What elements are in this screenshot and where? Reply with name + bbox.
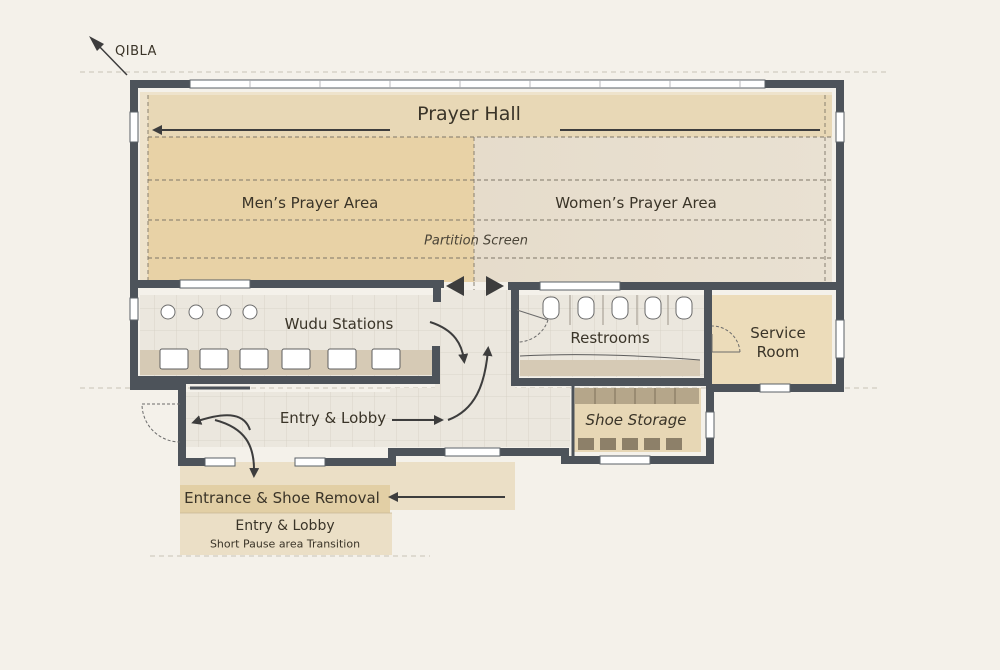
- prayer-hall-floor: [140, 92, 832, 305]
- wudu-basins: [160, 304, 258, 320]
- shoe-storage: [573, 388, 701, 452]
- toilets: [542, 296, 693, 320]
- pause-area-label: Short Pause area Transition: [209, 537, 361, 551]
- lobby-floor: [185, 290, 570, 447]
- wudu-sinks: [159, 348, 401, 370]
- mens-prayer-area-label: Men’s Prayer Area: [241, 194, 379, 212]
- qibla-arrow-icon: [89, 36, 128, 76]
- thin-walls: [190, 386, 575, 456]
- qibla-label: QIBLA: [115, 44, 157, 59]
- circulation-arrows: [152, 125, 820, 502]
- wudu-room: [140, 295, 435, 377]
- entrance-shoe-removal-label: Entrance & Shoe Removal: [184, 489, 380, 507]
- service-room-label-line1: Service: [750, 324, 806, 342]
- double-arrow: [446, 276, 504, 296]
- restrooms-label: Restrooms: [570, 329, 650, 347]
- windows: [129, 79, 845, 467]
- entrance-zone: [180, 462, 515, 555]
- prayer-hall-label: Prayer Hall: [417, 103, 521, 125]
- service-room-label-line2: Room: [756, 343, 800, 361]
- shoe-storage-label: Shoe Storage: [585, 411, 687, 429]
- partition-screen-label: Partition Screen: [424, 233, 528, 249]
- entry-lobby-label: Entry & Lobby: [279, 409, 387, 427]
- doors: [141, 309, 741, 443]
- outer-entry-lobby-label: Entry & Lobby: [235, 518, 335, 534]
- service-room: [712, 295, 832, 385]
- wudu-stations-label: Wudu Stations: [284, 315, 394, 333]
- restroom-room: [518, 295, 706, 377]
- womens-prayer-area-label: Women’s Prayer Area: [555, 194, 717, 212]
